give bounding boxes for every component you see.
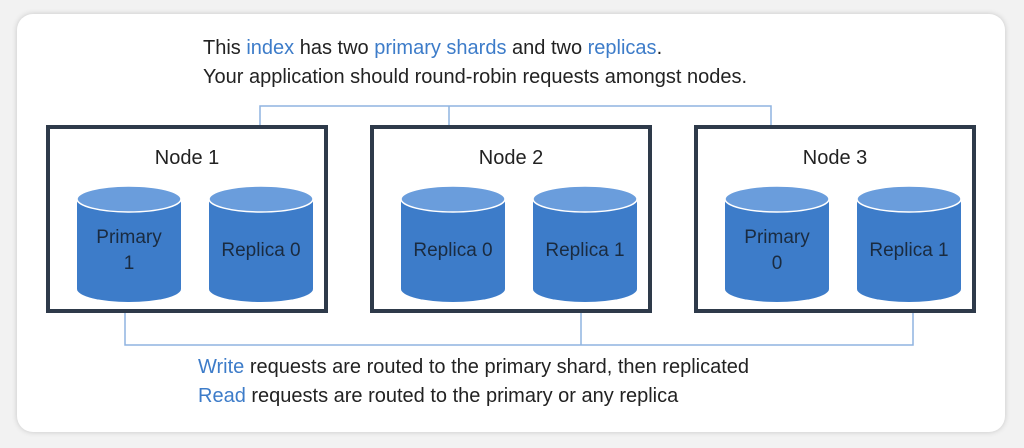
replica-shard: Replica 0 — [400, 185, 506, 303]
caption-text: and two — [506, 37, 588, 59]
write-keyword: Write — [198, 356, 245, 378]
top-caption: This index has two primary shards and tw… — [203, 34, 747, 92]
caption-keyword: replicas — [587, 37, 657, 59]
top-caption-line-1: This index has two primary shards and tw… — [203, 34, 747, 63]
caption-text: This — [203, 37, 247, 59]
replication-line-bottom — [124, 293, 914, 346]
replica-shard: Replica 1 — [532, 185, 638, 303]
primary-shard: Primary 1 — [76, 185, 182, 303]
shard-label: Replica 0 — [413, 240, 493, 261]
caption-text: . — [656, 37, 663, 59]
node-3: Node 3 Primary 0 Replica 1 — [694, 125, 976, 313]
caption-keyword: index — [246, 37, 295, 59]
write-caption: Write requests are routed to the primary… — [198, 353, 749, 382]
cylinder-icon — [724, 185, 830, 302]
shard-label: Replica 1 — [869, 240, 949, 261]
bottom-caption: Write requests are routed to the primary… — [198, 353, 749, 411]
node-label: Node 3 — [802, 147, 868, 169]
caption-keyword: primary shards — [374, 37, 507, 59]
cylinder-icon — [400, 185, 506, 302]
cylinder-icon — [532, 185, 638, 302]
shard-label: Primary 1 — [96, 227, 162, 274]
node-1: Node 1 Primary 1 Replica 0 — [46, 125, 328, 313]
shard-label: Replica 0 — [221, 240, 301, 261]
top-caption-line-2: Your application should round-robin requ… — [203, 66, 748, 88]
replica-shard: Replica 1 — [856, 185, 962, 303]
node-label: Node 1 — [154, 147, 220, 169]
read-caption: Read requests are routed to the primary … — [198, 382, 749, 411]
primary-shard: Primary 0 — [724, 185, 830, 303]
write-caption-text: requests are routed to the primary shard… — [244, 356, 750, 378]
cylinder-icon — [76, 185, 182, 302]
caption-text: has two — [294, 37, 375, 59]
replica-shard: Replica 0 — [208, 185, 314, 303]
cylinder-icon — [208, 185, 314, 302]
read-keyword: Read — [198, 385, 246, 407]
node-2: Node 2 Replica 0 Replica 1 — [370, 125, 652, 313]
shard-label: Replica 1 — [545, 240, 625, 261]
node-label: Node 2 — [478, 147, 544, 169]
cylinder-icon — [856, 185, 962, 302]
shard-label: Primary 0 — [744, 227, 810, 274]
read-caption-text: requests are routed to the primary or an… — [245, 385, 679, 407]
